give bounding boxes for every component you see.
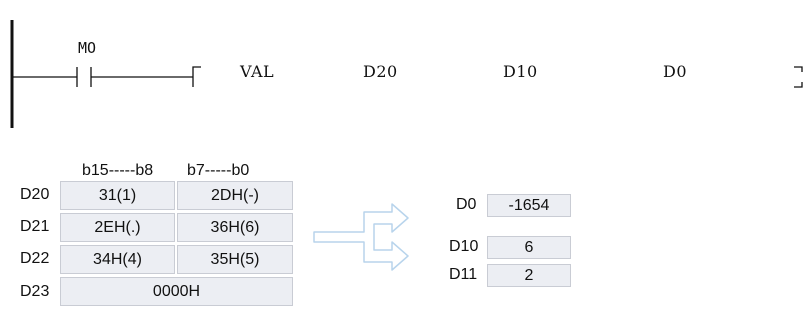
contact-label: MO [78, 39, 97, 57]
cell-d21-high: 2EH(.) [60, 213, 175, 242]
result-value-d0: -1654 [487, 194, 571, 217]
instruction-close-bracket-lower [794, 82, 803, 88]
operand-decimal-dest: D10 [503, 62, 538, 81]
column-header-low-byte: b7-----b0 [187, 162, 250, 179]
register-label-d22: D22 [20, 250, 50, 267]
register-label-d23: D23 [20, 283, 50, 300]
result-value-d11: 2 [487, 264, 571, 287]
cell-d23-merged: 0000H [60, 277, 293, 306]
cell-d22-high: 34H(4) [60, 245, 175, 274]
result-label-d0: D0 [456, 196, 477, 213]
operand-source: D20 [363, 62, 398, 81]
cell-d21-low: 36H(6) [177, 213, 293, 242]
column-header-high-byte: b15-----b8 [82, 162, 154, 179]
result-label-d11: D11 [449, 266, 478, 283]
result-label-d10: D10 [449, 238, 479, 255]
conversion-split-arrow-icon [313, 203, 409, 271]
register-label-d21: D21 [20, 218, 50, 235]
result-value-d10: 6 [487, 236, 571, 259]
register-label-d20: D20 [20, 186, 50, 203]
cell-d20-low: 2DH(-) [177, 181, 293, 210]
instruction-close-bracket [794, 66, 803, 72]
instruction-open-bracket [192, 66, 201, 87]
operand-integer-dest: D0 [663, 62, 688, 81]
instruction-mnemonic: VAL [240, 62, 275, 81]
cell-d20-high: 31(1) [60, 181, 175, 210]
cell-d22-low: 35H(5) [177, 245, 293, 274]
ladder-rung [10, 20, 803, 128]
